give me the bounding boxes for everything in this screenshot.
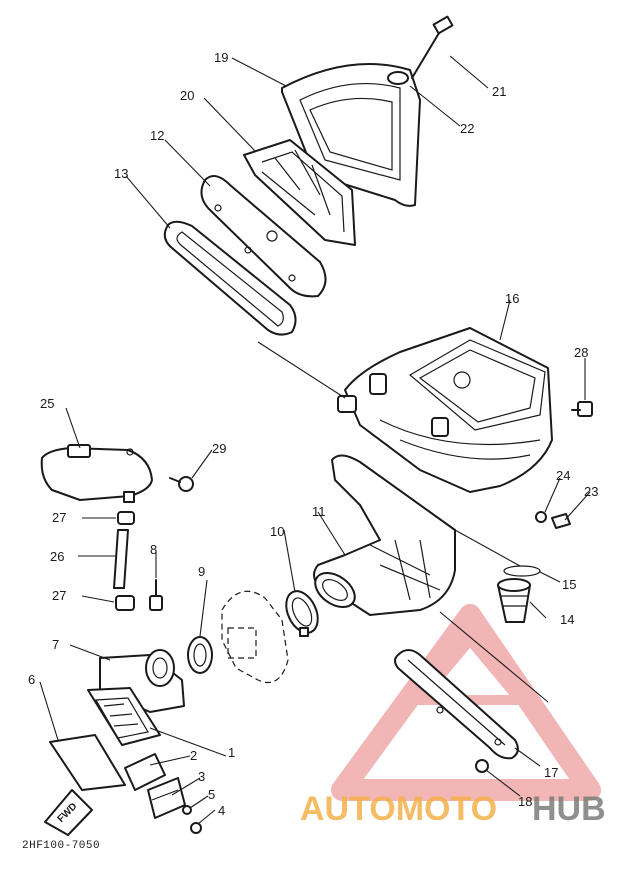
part-17-gasket: [394, 649, 519, 760]
diagram-code: 2HF100-7050: [22, 840, 100, 852]
callout-27-lower: 27: [52, 588, 66, 603]
part-26-hose: [113, 529, 129, 589]
callout-26: 26: [50, 549, 64, 564]
part-24-washer: [535, 511, 547, 523]
part-16-air-box: [337, 327, 553, 493]
callout-18-lower: 18: [518, 794, 532, 809]
part-13-gasket: [163, 220, 297, 336]
callout-2: 2: [190, 748, 197, 763]
callout-25: 25: [40, 396, 54, 411]
callout-23: 23: [584, 484, 598, 499]
watermark-part2: HUB: [532, 790, 606, 828]
callout-13: 13: [114, 166, 128, 181]
callout-10: 10: [270, 524, 284, 539]
callout-9: 9: [198, 564, 205, 579]
callout-27-upper: 27: [52, 510, 66, 525]
fwd-arrow-icon: FWD: [44, 789, 93, 836]
part-29-bolt: [571, 401, 593, 417]
part-14-cap: [497, 578, 531, 623]
part-4-screw: [190, 822, 202, 834]
carburetor-outline: [221, 590, 289, 684]
callout-14: 14: [560, 612, 574, 627]
callout-1: 1: [228, 745, 235, 760]
leader-lines: [39, 55, 591, 825]
watermark-wordmark: AUTOMOTO HUB: [300, 790, 606, 828]
part-20-filter-cage: [243, 139, 356, 246]
callout-19: 19: [214, 50, 228, 65]
part-9-clamp: [187, 636, 213, 674]
callout-11: 11: [312, 504, 326, 519]
callout-6: 6: [28, 672, 35, 687]
part-5-washer: [182, 805, 192, 815]
part-21-bolt: [411, 15, 454, 79]
callout-15: 15: [562, 577, 576, 592]
part-12-filter-plate: [200, 175, 327, 298]
callout-12: 12: [150, 128, 164, 143]
callout-17: 17: [544, 765, 558, 780]
callout-16: 16: [505, 291, 519, 306]
part-6-reed-gasket: [49, 734, 126, 791]
part-22-washer: [387, 71, 409, 85]
callout-22: 22: [460, 121, 474, 136]
reed-valve-assembly: [87, 687, 161, 746]
watermark-part1: AUTOMOTO: [300, 790, 497, 828]
part-28-bolt: [169, 476, 194, 492]
part-27-clamp-lower: [115, 595, 135, 611]
callout-7: 7: [52, 637, 59, 652]
callout-3: 3: [198, 769, 205, 784]
callout-5: 5: [208, 787, 215, 802]
part-15-o-ring: [503, 565, 541, 577]
callout-labels: 19 20 12 13 21 22 16 28 24 23 15 14 11 1…: [28, 50, 598, 818]
part-11-intake-boot: [313, 454, 456, 616]
callout-4: 4: [218, 803, 225, 818]
part-8-screw: [149, 579, 163, 611]
callout-24: 24: [556, 468, 570, 483]
part-18-bolt: [475, 759, 489, 773]
part-3-stopper: [147, 777, 186, 819]
callout-28: 29: [212, 441, 226, 456]
callout-21: 21: [492, 84, 506, 99]
part-1-reed-plate: [124, 753, 166, 791]
part-23-bolt: [551, 513, 571, 529]
callout-20: 20: [180, 88, 194, 103]
part-27-clamp-upper: [117, 511, 135, 525]
callout-29: 28: [574, 345, 588, 360]
part-10-clamp: [285, 590, 319, 637]
part-25-tank: [40, 444, 153, 503]
callout-8: 8: [150, 542, 157, 557]
